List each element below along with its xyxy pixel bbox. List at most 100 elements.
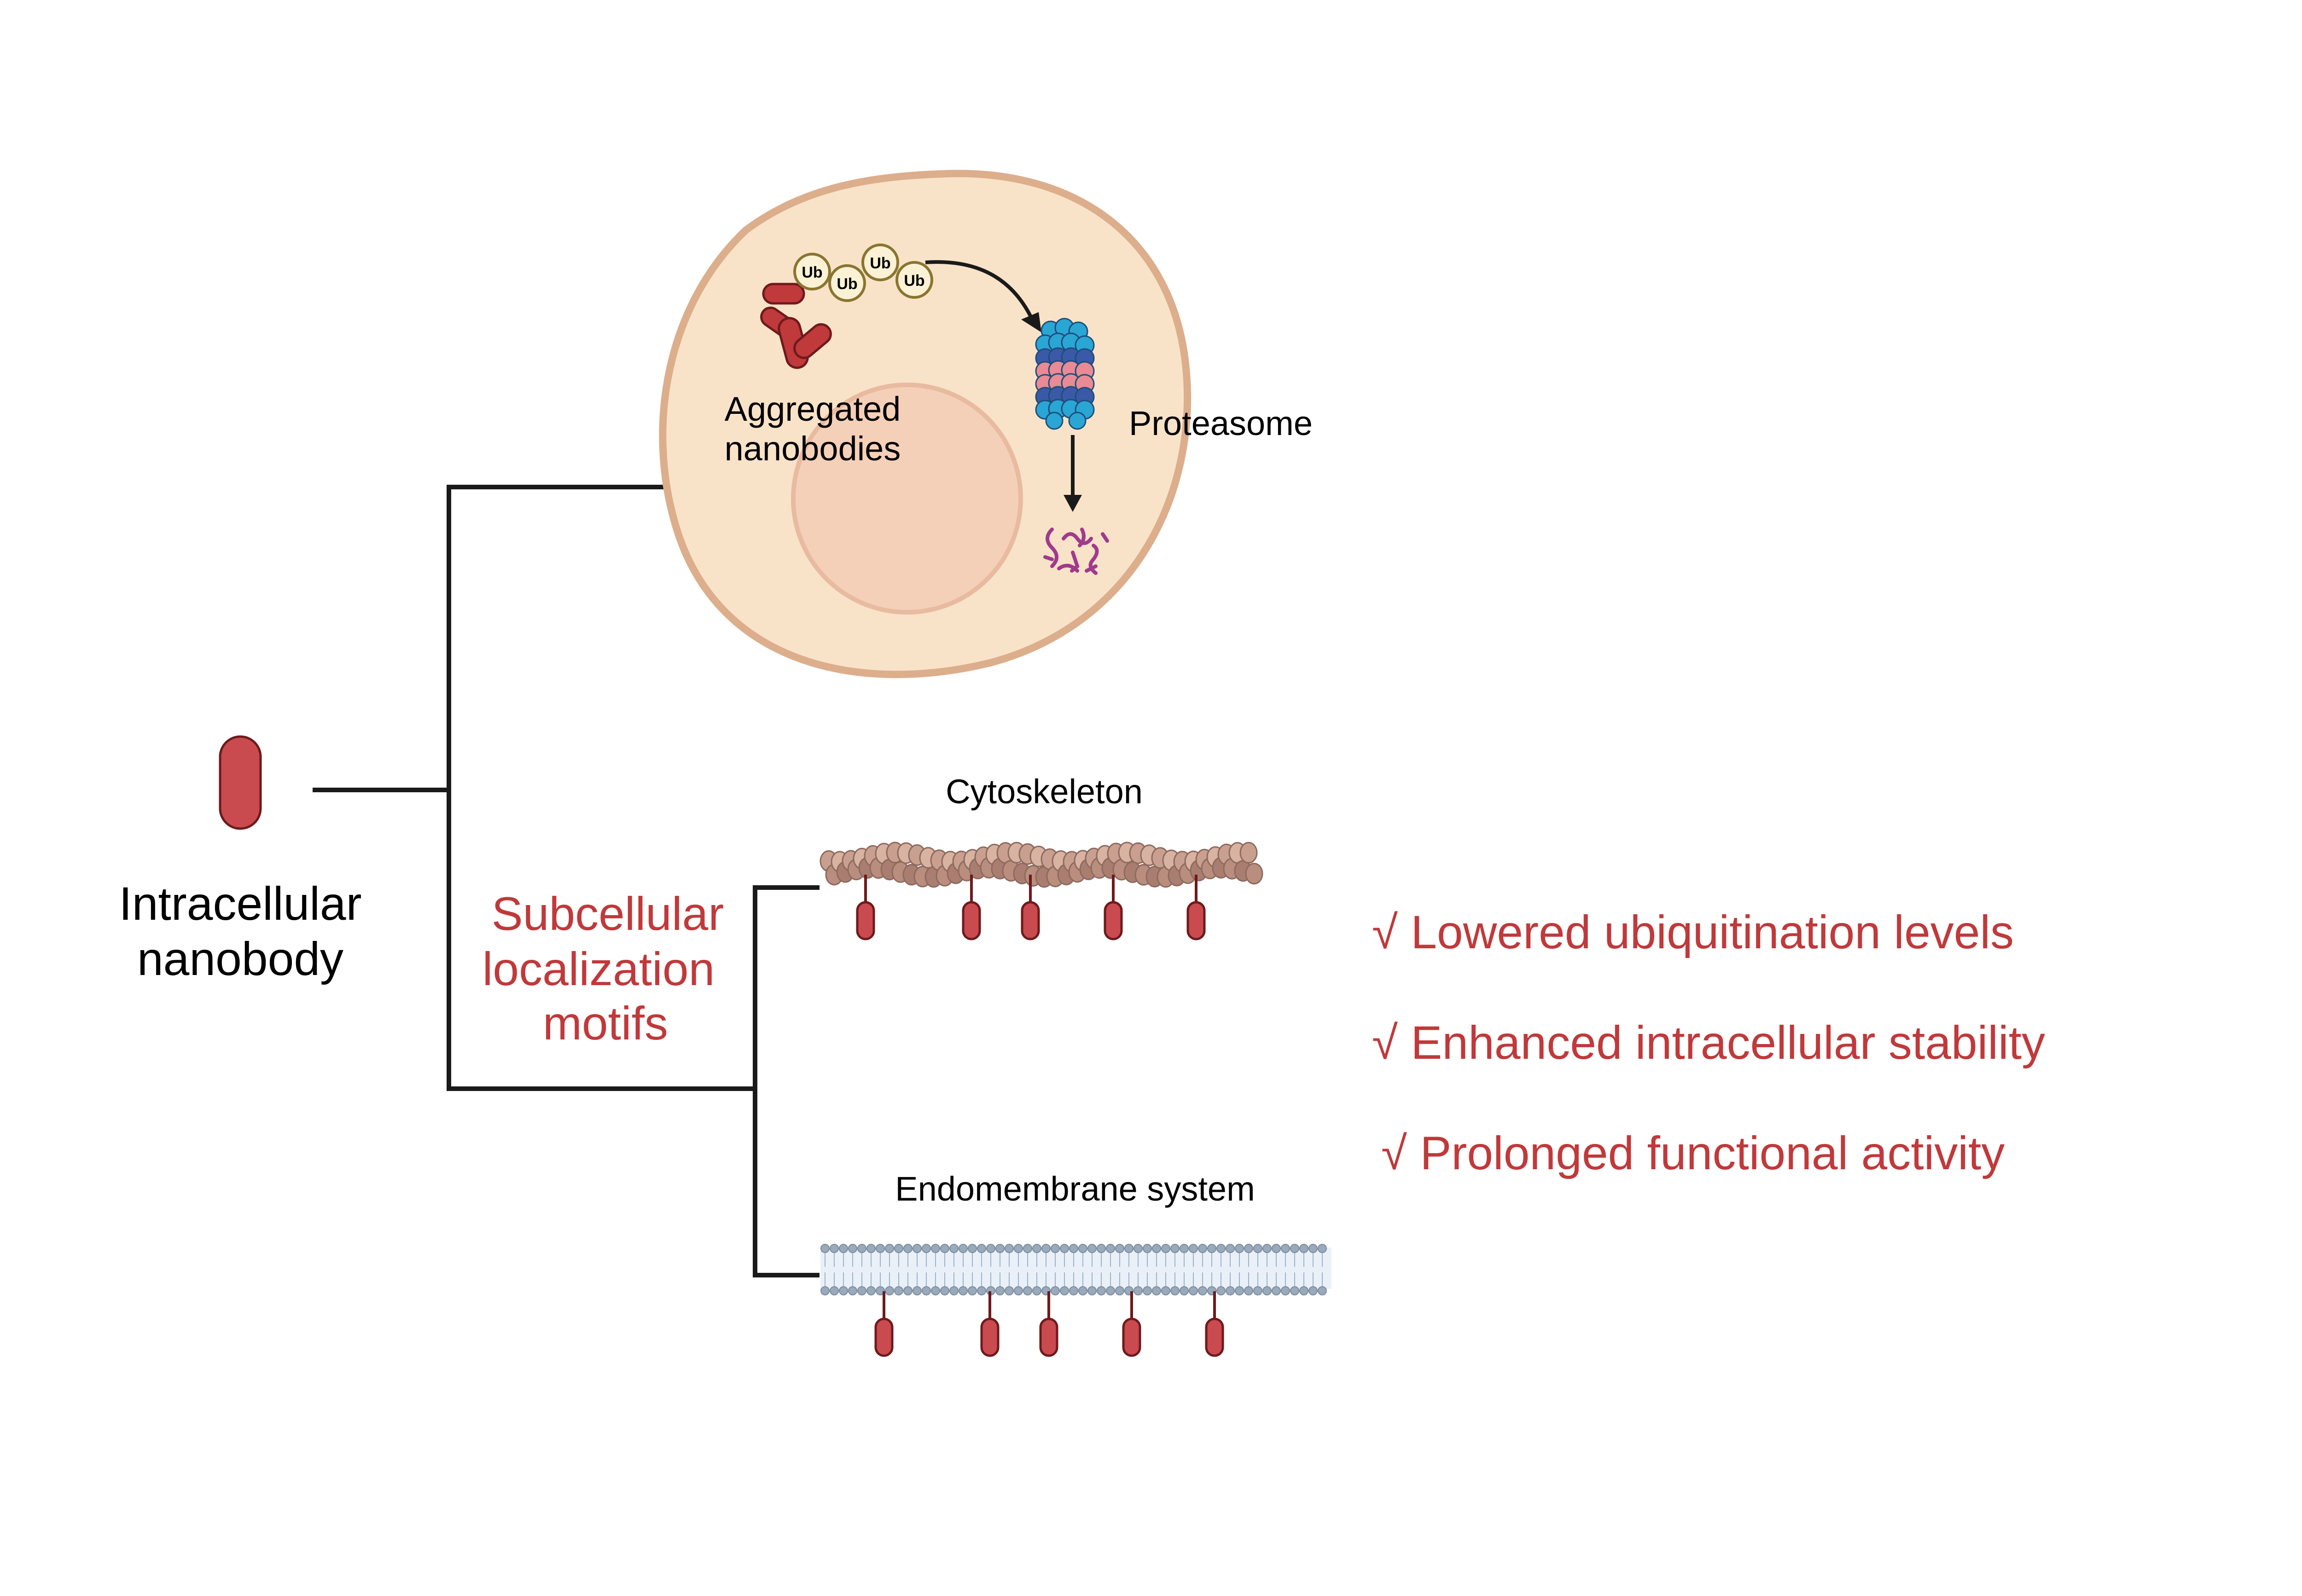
lipid-head: [876, 1286, 885, 1295]
cell-illustration: Ub Ub Ub Ub: [659, 169, 1192, 679]
lipid-head: [1253, 1286, 1262, 1295]
lipid-head: [1087, 1244, 1097, 1253]
lipid-head: [995, 1244, 1005, 1253]
lipid-head: [866, 1244, 876, 1253]
lipid-head: [1078, 1286, 1087, 1295]
lipid-head: [1115, 1244, 1124, 1253]
lipid-head: [977, 1286, 986, 1295]
actin-bead: [1245, 863, 1263, 885]
lipid-head: [949, 1244, 959, 1253]
lipid-head: [1198, 1286, 1207, 1295]
cytoskeleton-label: Cytoskeleton: [946, 772, 1143, 811]
lipid-head: [940, 1286, 949, 1295]
lipid-head: [1180, 1286, 1189, 1295]
lipid-head: [1041, 1244, 1051, 1253]
proteasome-icon: [1035, 318, 1095, 430]
lipid-head: [1152, 1286, 1161, 1295]
anchored-nanobody: [980, 1291, 1000, 1357]
lipid-head: [1097, 1286, 1106, 1295]
lipid-head: [1308, 1286, 1318, 1295]
lipid-head: [1161, 1286, 1170, 1295]
lipid-head: [1032, 1286, 1041, 1295]
lipid-head: [1005, 1244, 1014, 1253]
lipid-head: [1060, 1244, 1069, 1253]
lipid-head: [857, 1286, 866, 1295]
lipid-head: [848, 1286, 857, 1295]
lipid-head: [995, 1286, 1005, 1295]
ub-label: Ub: [870, 255, 890, 272]
endomembrane-label: Endomembrane system: [895, 1170, 1255, 1208]
lipid-head: [1161, 1244, 1170, 1253]
lipid-head: [857, 1244, 866, 1253]
anchored-nanobody: [962, 875, 981, 940]
anchored-nanobody: [1122, 1291, 1141, 1357]
lipid-head: [903, 1244, 913, 1253]
lipid-head: [1023, 1286, 1032, 1295]
nucleus: [791, 383, 1023, 615]
nanobody-icon: [219, 735, 262, 830]
lipid-head: [1226, 1244, 1235, 1253]
lipid-head: [1216, 1286, 1226, 1295]
lipid-head: [885, 1244, 894, 1253]
lipid-head: [1087, 1286, 1097, 1295]
lipid-head: [830, 1286, 839, 1295]
lipid-head: [1290, 1244, 1299, 1253]
lipid-head: [1106, 1286, 1115, 1295]
lipid-head: [1134, 1244, 1143, 1253]
aggregated-nanobodies-icon: [760, 283, 832, 369]
lipid-head: [1272, 1244, 1281, 1253]
lipid-head: [922, 1244, 931, 1253]
motifs-label-line2: localization: [482, 943, 715, 995]
lipid-head: [1143, 1244, 1152, 1253]
lipid-head: [1262, 1286, 1272, 1295]
arrowhead-icon: [1064, 495, 1082, 512]
lipid-head: [1060, 1286, 1069, 1295]
benefits-list: √ Lowered ubiquitination levels √ Enhanc…: [1372, 906, 2045, 1179]
lipid-head: [1097, 1244, 1106, 1253]
lipid-head: [1170, 1244, 1180, 1253]
lipid-head: [1152, 1244, 1161, 1253]
anchored-nanobody: [874, 1291, 894, 1357]
proteasome-label: Proteasome: [1129, 404, 1313, 442]
intracellular-label-line1: Intracellular: [119, 877, 361, 930]
lipid-head: [1281, 1244, 1290, 1253]
ub-label: Ub: [802, 264, 822, 281]
lipid-head: [1244, 1244, 1253, 1253]
motifs-label-line3: motifs: [543, 997, 668, 1050]
ub-icon: Ub: [828, 264, 866, 302]
lipid-head: [903, 1286, 913, 1295]
lipid-head: [1272, 1286, 1281, 1295]
lipid-head: [922, 1286, 931, 1295]
anchored-nanobody: [856, 875, 875, 940]
lipid-head: [1244, 1286, 1253, 1295]
lipid-head: [885, 1286, 894, 1295]
lipid-head: [1318, 1286, 1327, 1295]
benefit-item: √ Prolonged functional activity: [1381, 1127, 2005, 1179]
lipid-head: [949, 1286, 959, 1295]
lipid-head: [959, 1286, 968, 1295]
anchored-nanobody: [1039, 1291, 1058, 1357]
lipid-head: [913, 1286, 922, 1295]
lipid-head: [968, 1244, 977, 1253]
lipid-head: [839, 1286, 848, 1295]
lipid-head: [1299, 1286, 1308, 1295]
anchored-nanobody: [1205, 1291, 1224, 1357]
intracellular-label-line2: nanobody: [137, 933, 343, 985]
anchored-nanobody: [1186, 875, 1206, 940]
lipid-head: [1216, 1244, 1226, 1253]
lipid-head: [1189, 1244, 1198, 1253]
lipid-bilayer: [820, 1244, 1331, 1295]
lipid-head: [1226, 1286, 1235, 1295]
cytoskeleton-filament: [820, 842, 1263, 888]
ub-icon: Ub: [895, 261, 933, 299]
motifs-label-line1: Subcellular: [492, 888, 724, 940]
lipid-head: [959, 1244, 968, 1253]
ubiquitin-chain: Ub Ub Ub Ub: [793, 244, 933, 302]
lipid-head: [913, 1244, 922, 1253]
benefit-item: √ Lowered ubiquitination levels: [1372, 906, 2014, 958]
connector-lines: [313, 485, 820, 1277]
lipid-head: [931, 1286, 940, 1295]
ub-label: Ub: [837, 275, 857, 293]
lipid-head: [820, 1286, 830, 1295]
